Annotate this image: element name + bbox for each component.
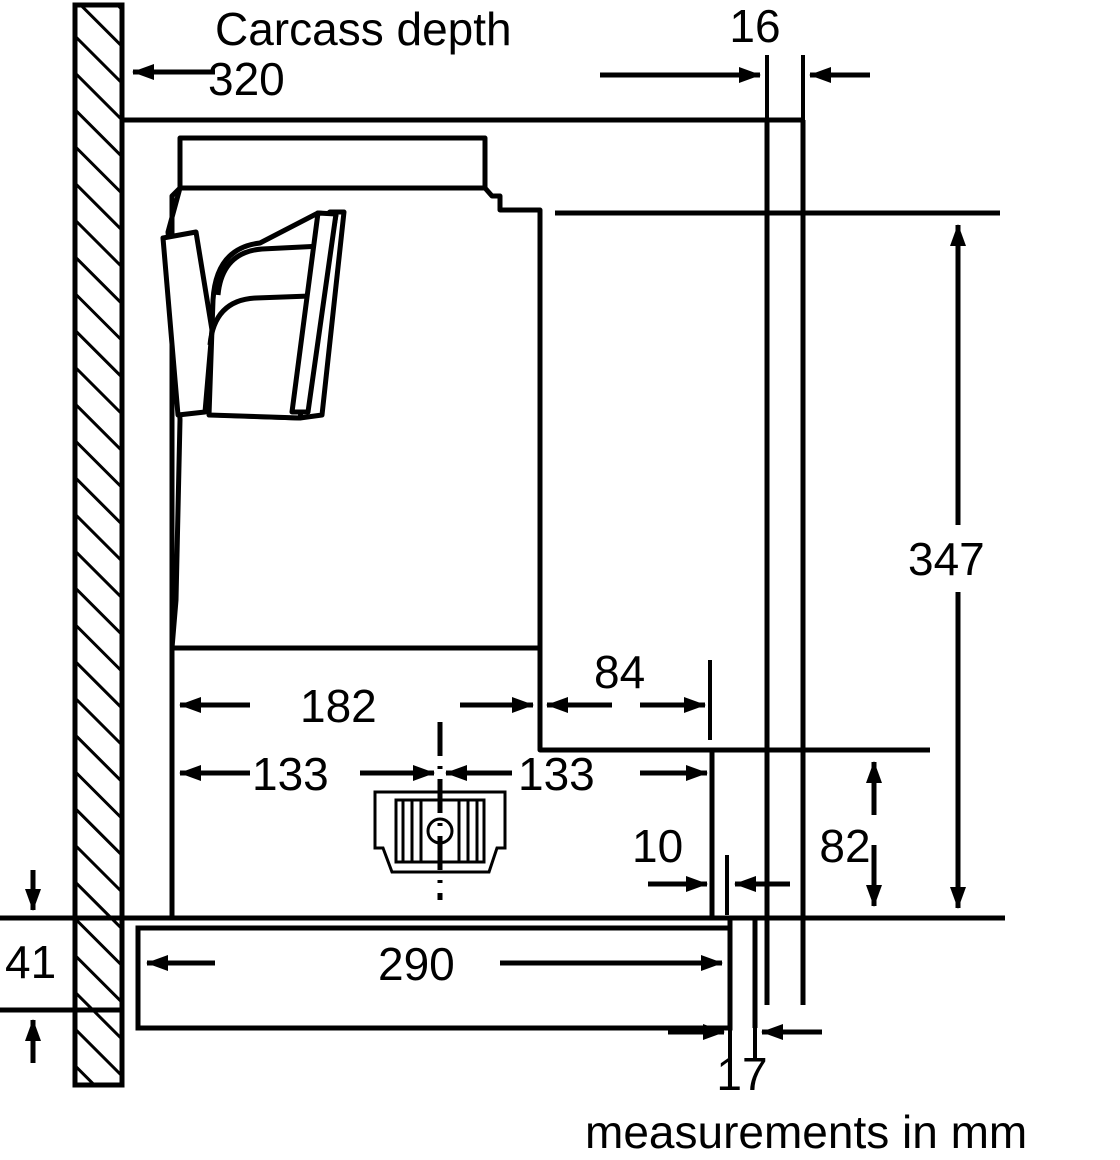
dim-16-label: 16 [729, 0, 780, 52]
dim-82-label: 82 [819, 820, 870, 872]
dim-290-label: 290 [378, 938, 455, 990]
wall-section [72, 2, 125, 1088]
carcass-depth-title: Carcass depth [215, 3, 512, 55]
dim-17-label: 17 [716, 1048, 767, 1100]
appliance-body [160, 135, 715, 921]
appliance-top-cover [177, 135, 488, 191]
carcass-depth-value: 320 [208, 53, 285, 105]
dim-133-right: 133 [445, 748, 708, 800]
units-note: measurements in mm [585, 1106, 1027, 1158]
filter-rail [289, 210, 339, 415]
dim-10: 10 [632, 820, 790, 915]
filter-fold-middle [207, 293, 311, 346]
dim-133-left: 133 [179, 748, 435, 800]
dim-41: 41 [0, 870, 122, 1063]
dim-347-label: 347 [908, 533, 985, 585]
dim-41-label: 41 [5, 936, 56, 988]
dim-16: 16 [600, 0, 870, 130]
dim-290: 290 [146, 938, 723, 990]
dim-10-label: 10 [632, 820, 683, 872]
dim-82: 82 [712, 747, 930, 907]
dim-133-left-label: 133 [252, 748, 329, 800]
wall-hatched-body [72, 2, 125, 1088]
filter-fold-top [215, 243, 323, 296]
dim-84-label: 84 [594, 646, 645, 698]
dim-347: 347 [555, 210, 1000, 909]
dim-17: 17 [668, 1005, 822, 1100]
duct-connector-detail [373, 790, 507, 874]
dim-182-label: 182 [300, 680, 377, 732]
dim-133-right-label: 133 [518, 748, 595, 800]
dim-carcass-depth: Carcass depth 320 [119, 3, 512, 130]
dim-182: 182 [179, 680, 534, 732]
dim-84: 84 [546, 646, 712, 740]
